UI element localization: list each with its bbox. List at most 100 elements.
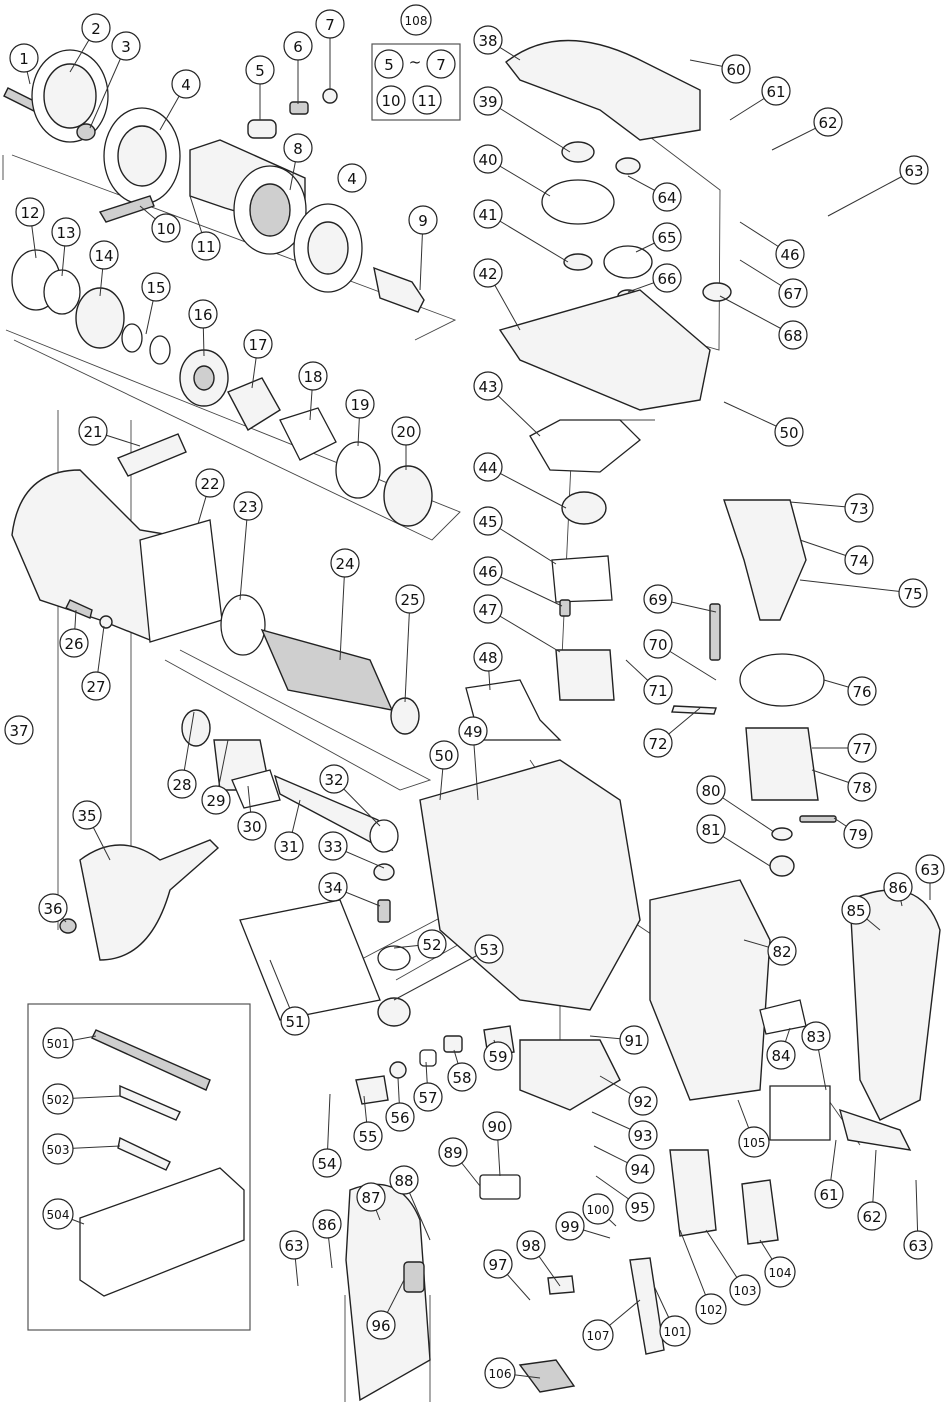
callout-number: 38: [478, 32, 497, 50]
callout-circle: [438, 1137, 468, 1167]
callout-41: 41: [473, 199, 503, 229]
armature-74: [723, 499, 807, 621]
callout-9: 9: [408, 205, 438, 235]
callout-91: 91: [619, 1025, 649, 1055]
callout-circle: [385, 1102, 415, 1132]
sleeve-17: [227, 377, 281, 431]
bearing-39: [561, 141, 595, 163]
callout-81: 81: [696, 814, 726, 844]
callout-circle: [582, 1193, 614, 1225]
bolt-26: [65, 599, 93, 619]
callout-circle: [473, 371, 503, 401]
callout-circle: [412, 85, 442, 115]
callout-circle: [555, 1211, 585, 1241]
callout-93: 93: [628, 1120, 658, 1150]
callout-circle: [738, 1126, 770, 1158]
callout-circle: [847, 676, 877, 706]
grip-96: [403, 1261, 425, 1293]
callout-number: 1: [19, 50, 29, 68]
callout-number: 46: [780, 246, 799, 264]
plug-106: [518, 1359, 576, 1393]
cord-107: [629, 1257, 665, 1355]
callout-number: 501: [47, 1037, 70, 1051]
switch-cover-62b: [838, 1108, 912, 1151]
callout-number: 504: [47, 1208, 70, 1222]
callout-circle: [625, 1192, 655, 1222]
flange-8-inner: [249, 183, 291, 237]
callout-52: 52: [417, 929, 447, 959]
gear-40: [541, 179, 615, 225]
callout-96: 96: [366, 1310, 396, 1340]
cylinder-24: [260, 628, 394, 711]
callout-circle: [764, 1256, 796, 1288]
callout-number: 52: [422, 936, 441, 954]
callout-labels: 1234456789101112131415161718192021222324…: [4, 4, 945, 1389]
callout-circle: [643, 584, 673, 614]
callout-circle: [15, 197, 45, 227]
callout-number: 47: [478, 601, 497, 619]
callout-circle: [801, 1021, 831, 1051]
callout-number: 20: [396, 423, 415, 441]
flange-4-inner: [117, 125, 167, 187]
oring-25: [390, 697, 420, 735]
callout-number: 84: [771, 1047, 790, 1065]
callout-number: 56: [390, 1109, 409, 1127]
callout-number: 7: [325, 16, 335, 34]
hex-bar-wrench-503: [117, 1136, 171, 1171]
callout-number: 91: [624, 1032, 643, 1050]
callout-number: 40: [478, 151, 497, 169]
bearing-32: [369, 819, 399, 853]
callout-number: 48: [478, 649, 497, 667]
callout-504: 504: [42, 1198, 74, 1230]
callout-circle: [319, 764, 349, 794]
callout-number: 65: [657, 229, 676, 247]
callout-101: 101: [659, 1315, 691, 1347]
callout-circle: [628, 1120, 658, 1150]
leader-line: [339, 562, 346, 661]
oring-23: [220, 594, 266, 656]
callout-circle: [167, 769, 197, 799]
callout-number: 21: [83, 423, 102, 441]
ring-7: [322, 88, 338, 104]
callout-circle: [42, 1083, 74, 1115]
side-handle-35: [79, 839, 220, 961]
part-illustrations: ~: [3, 39, 941, 1402]
callout-number: 97: [488, 1256, 507, 1274]
callout-number: 68: [783, 327, 802, 345]
callout-103: 103: [729, 1274, 761, 1306]
callout-number: 70: [648, 636, 667, 654]
callout-61: 61: [761, 76, 791, 106]
callout-circle: [72, 800, 102, 830]
callout-number: 5: [384, 56, 394, 74]
callout-number: 31: [279, 838, 298, 856]
callout-circle: [51, 217, 81, 247]
callout-number: 73: [849, 500, 868, 518]
callout-circle: [473, 199, 503, 229]
callout-56: 56: [385, 1102, 415, 1132]
callout-circle: [283, 133, 313, 163]
callout-26: 26: [59, 628, 89, 658]
callout-30: 30: [237, 811, 267, 841]
sleeve-18: [279, 407, 337, 461]
callout-number: 11: [196, 238, 215, 256]
callout-number: 63: [284, 1237, 303, 1255]
callout-number: 2: [91, 20, 101, 38]
callout-10: 10: [151, 213, 181, 243]
callout-number: 4: [181, 76, 191, 94]
callout-circle: [447, 1062, 477, 1092]
callout-7: 7: [426, 49, 456, 79]
callout-number: 44: [478, 459, 497, 477]
leader-line: [487, 213, 569, 263]
callout-number: 45: [478, 513, 497, 531]
ring-28: [181, 709, 211, 747]
callout-number: 74: [849, 552, 868, 570]
callout-7: 7: [315, 9, 345, 39]
callout-16: 16: [188, 299, 218, 329]
cap-53: [377, 997, 411, 1027]
switch-103: [669, 1149, 717, 1237]
callout-circle: [898, 578, 928, 608]
callout-circle: [483, 1249, 513, 1279]
callout-number: 32: [324, 771, 343, 789]
callout-number: 101: [664, 1325, 687, 1339]
bearing-44: [561, 491, 607, 525]
